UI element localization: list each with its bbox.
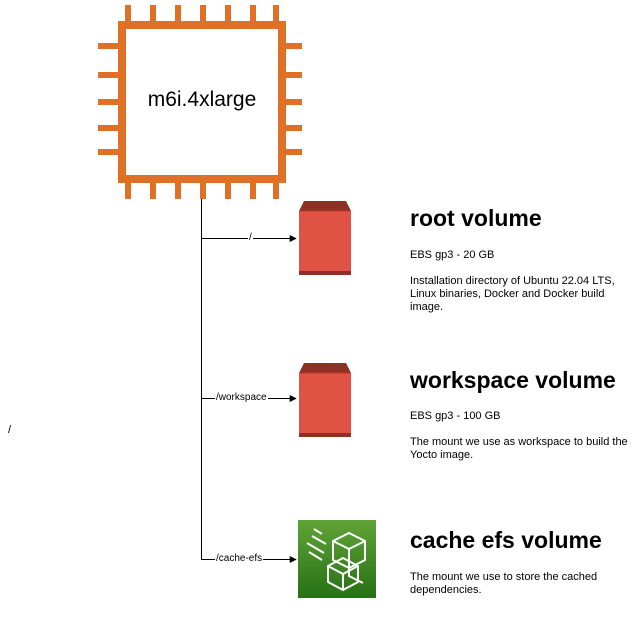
workspace-volume-title: workspace volume [410,367,616,393]
instance-chip-pins-bottom [125,183,279,199]
root-volume-description: Installation directory of Ubuntu 22.04 L… [410,275,615,313]
mount-connectors [201,199,297,563]
cache-volume-title: cache efs volume [410,527,602,553]
workspace-volume-storage: EBS gp3 - 100 GB [410,410,501,422]
instance-chip-body [118,21,286,183]
root-mount-path-label: / [248,232,253,244]
efs-icon [298,520,376,598]
instance-chip-pins-left [98,43,118,155]
cache-volume-details: The mount we use to store the cached dep… [410,571,630,597]
workspace-volume-description: The mount we use as workspace to build t… [410,436,628,461]
cache-volume-description: The mount we use to store the cached dep… [410,571,598,596]
cache-mount-path-label: /cache-efs [215,553,264,565]
instance-chip-pins-top [125,5,279,21]
workspace-volume-details: EBS gp3 - 100 GB The mount we use as wor… [410,410,630,462]
ec2-instance-icon [98,5,302,199]
root-volume-storage: EBS gp3 - 20 GB [410,249,495,261]
instance-chip-pins-right [286,43,302,155]
workspace-mount-path-label: /workspace [215,392,268,404]
ebs-volume-icon [299,201,351,275]
ebs-volume-icon [299,363,351,437]
root-volume-title: root volume [410,205,542,231]
instance-type-label: m6i.4xlarge [147,88,257,111]
root-volume-details: EBS gp3 - 20 GB Installation directory o… [410,249,630,314]
stray-slash-label: / [8,424,12,436]
